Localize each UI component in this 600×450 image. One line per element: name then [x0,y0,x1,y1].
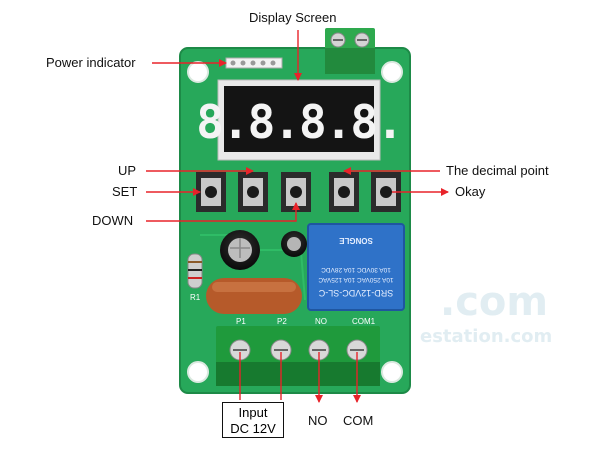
callout-arrows [146,30,449,403]
up-button [238,172,268,212]
input-terminal-block [216,326,308,386]
mount-hole [381,61,403,83]
decimal-point-button [329,172,359,212]
label-up: UP [118,163,137,178]
capacitor-large [220,230,260,270]
header-pins [225,57,283,69]
label-input-voltage: DC 12V [230,421,276,436]
relay-brand: SONGLE [338,236,372,245]
film-capacitor [206,278,302,314]
resistor-label: R1 [190,293,201,302]
terminal-p2-label: P2 [277,317,287,326]
push-buttons [196,172,401,212]
label-input: Input [238,405,268,420]
set-up-down-button [196,172,226,212]
label-no: NO [308,413,328,428]
resistor-r1: R1 [187,253,203,302]
label-okay: Okay [455,184,486,199]
label-display-screen: Display Screen [249,10,337,25]
watermark-main: .com [440,279,549,325]
label-set: SET [112,184,138,199]
terminal-no-label: NO [315,317,327,326]
watermark-sub: estation.com [420,326,553,347]
relay: SRD-12VDC-SL-C 10A 250VAC 10A 125VAC 10A… [307,223,405,311]
label-decimal-point: The decimal point [446,163,549,178]
relay-terminal-block [300,326,380,386]
display-screen: 8.8.8.8. [196,79,404,161]
terminal-p1-label: P1 [236,317,246,326]
mount-hole [381,361,403,383]
label-com: COM [343,413,374,428]
sensor-terminal [325,28,375,74]
terminal-com-label: COM1 [352,317,376,326]
arrow-down [146,202,300,222]
label-input-box: Input DC 12V [222,402,284,438]
terminal-silkscreen: P1 P2 NO COM1 [236,317,376,326]
label-down: DOWN [92,213,134,228]
display-digits: 8.8.8.8. [196,95,402,149]
mount-hole [187,361,209,383]
relay-rating-1: 10A 250VAC 10A 125VAC [318,276,394,283]
label-power-indicator: Power indicator [46,55,136,70]
relay-model: SRD-12VDC-SL-C [318,288,393,298]
mount-hole [187,61,209,83]
capacitor-small [281,231,307,257]
okay-button [371,172,401,212]
relay-rating-2: 10A 30VDC 10A 28VDC [321,266,391,273]
